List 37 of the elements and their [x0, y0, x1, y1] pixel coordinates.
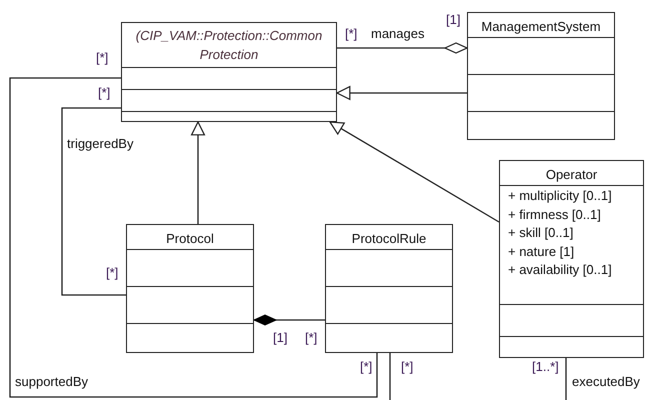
class-name: (CIP_VAM::Protection::Common Protection: [134, 27, 324, 64]
multiplicity-label: [*]: [96, 50, 108, 65]
edge-label: triggeredBy: [67, 136, 134, 151]
association-line: [254, 314, 325, 326]
class-name: Protocol: [165, 230, 215, 248]
multiplicity-label: [*]: [360, 359, 372, 374]
association-line: [61, 107, 126, 296]
association-line: [337, 42, 468, 54]
class-box: [325, 224, 453, 353]
class-box: [121, 22, 337, 122]
class-name: Operator: [544, 166, 598, 184]
multiplicity-label: [*]: [98, 85, 110, 100]
multiplicity-label: [1]: [446, 12, 460, 27]
association-line: [565, 358, 567, 400]
multiplicity-label: [*]: [401, 359, 414, 374]
generalization-arrow: [329, 121, 500, 223]
attribute-text: + availability [0..1]: [508, 262, 612, 277]
generalization-arrow: [336, 86, 467, 100]
class-box: [499, 160, 644, 358]
association-line: [9, 77, 378, 398]
class-name: ProtocolRule: [350, 230, 428, 248]
attribute-text: + firmness [0..1]: [508, 206, 601, 222]
edge-label: executedBy: [572, 374, 640, 389]
multiplicity-label: [*]: [345, 26, 358, 41]
class-name: ManagementSystem: [480, 18, 602, 36]
multiplicity-label: [1]: [273, 330, 288, 345]
multiplicity-label: [1..*]: [532, 359, 559, 374]
multiplicity-label: [*]: [106, 265, 118, 280]
edge-label: supportedBy: [15, 374, 88, 389]
attribute-text: + nature [1]: [508, 244, 574, 258]
class-box: [126, 224, 254, 353]
generalization-arrow: [191, 121, 205, 224]
class-box: [467, 12, 615, 140]
attribute-text: + multiplicity [0..1]: [508, 188, 612, 203]
attribute-text: + skill [0..1]: [508, 225, 574, 240]
multiplicity-label: [*]: [305, 330, 318, 345]
association-line: [389, 353, 391, 400]
